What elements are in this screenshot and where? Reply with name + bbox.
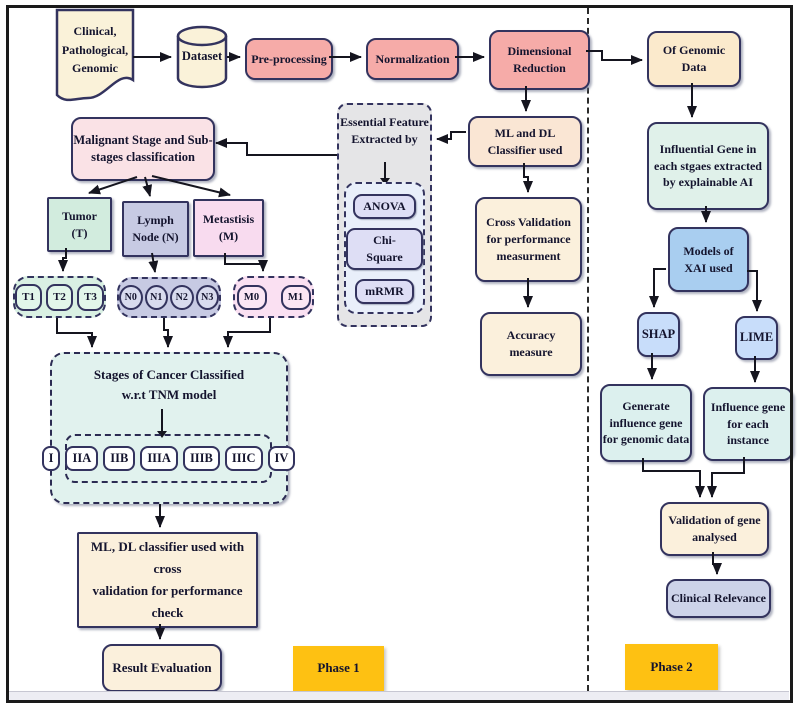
arrow-essential-to-methods <box>380 162 390 185</box>
stages-title: Stages of Cancer Classified w.r.t TNM mo… <box>93 367 245 403</box>
node-models-of-xai: Models of XAI used <box>668 227 749 292</box>
cylinder-body <box>176 36 228 89</box>
bottom-scrollbar-strip <box>9 691 789 700</box>
pill-t1: T1 <box>15 283 42 311</box>
node-lime: LIME <box>735 316 778 360</box>
pill-m1: M1 <box>280 284 311 310</box>
arrow-stages-title-to-pills <box>157 409 167 438</box>
node-accuracy-measure: Accuracy measure <box>480 312 582 376</box>
node-chi-square: Chi- Square <box>346 228 423 270</box>
pill-n3: N3 <box>195 285 219 310</box>
node-tumor-t: Tumor (T) <box>47 197 112 252</box>
group-t-substages: T1 T2 T3 <box>13 276 106 318</box>
pill-stage-iiic: IIIC <box>224 446 263 471</box>
node-validation-of-gene: Validation of gene analysed <box>660 502 769 556</box>
node-dataset-cylinder: Dataset <box>181 49 223 64</box>
node-generate-influence-gene: Generate influence gene for genomic data <box>600 384 692 462</box>
pill-t2: T2 <box>46 283 73 311</box>
group-m-substages: M0 M1 <box>233 276 314 318</box>
node-source-document: Clinical, Pathological, Genomic <box>61 24 129 76</box>
node-ml-dl-cross-validation: ML, DL classifier used with cross valida… <box>77 532 258 628</box>
badge-phase-2: Phase 2 <box>625 644 718 690</box>
pill-stage-iia: IIA <box>65 446 99 471</box>
pill-stage-i: I <box>41 446 61 471</box>
node-ml-dl-classifier: ML and DL Classifier used <box>468 116 582 167</box>
node-normalization: Normalization <box>366 38 459 80</box>
group-n-substages: N0 N1 N2 N3 <box>117 277 221 318</box>
node-mrmr: mRMR <box>355 278 414 304</box>
node-lymph-node-n: Lymph Node (N) <box>122 201 189 257</box>
pill-n2: N2 <box>170 285 194 310</box>
node-preprocessing: Pre-processing <box>245 38 333 80</box>
pill-m0: M0 <box>236 284 267 310</box>
node-influence-gene-each-instance: Influence gene for each instance <box>703 387 793 461</box>
group-stages-of-cancer: Stages of Cancer Classified w.r.t TNM mo… <box>50 352 288 504</box>
node-malignant-stage-classification: Malignant Stage and Sub- stages classifi… <box>71 117 215 181</box>
cylinder-top <box>176 25 228 47</box>
pill-n1: N1 <box>144 285 168 310</box>
badge-phase-1: Phase 1 <box>293 646 384 691</box>
node-result-evaluation: Result Evaluation <box>102 644 222 692</box>
group-feature-methods: ANOVA Chi- Square mRMR <box>344 182 425 314</box>
node-clinical-relevance: Clinical Relevance <box>666 579 771 618</box>
group-stage-pills: I IIA IIB IIIA IIIB IIIC IV <box>41 434 296 483</box>
document-shape <box>55 8 135 102</box>
node-influential-gene: Influential Gene in each stgaes extracte… <box>647 122 769 210</box>
pill-stage-iiib: IIIB <box>182 446 220 471</box>
node-dimensional-reduction: Dimensional Reduction <box>489 30 590 90</box>
pill-stage-iv: IV <box>267 446 296 471</box>
node-metastasis-m: Metastisis (M) <box>193 199 264 257</box>
node-shap: SHAP <box>637 312 680 357</box>
node-cross-validation: Cross Validation for performance measurm… <box>475 197 582 282</box>
pill-stage-iiia: IIIA <box>140 446 178 471</box>
node-anova: ANOVA <box>353 194 416 220</box>
node-of-genomic-data: Of Genomic Data <box>647 31 741 87</box>
pill-t3: T3 <box>77 283 104 311</box>
pill-n0: N0 <box>119 285 143 310</box>
essential-feature-label: Essential Feature Extracted by <box>340 115 429 146</box>
phase-separator-dashed-line <box>587 8 589 691</box>
pill-stage-iib: IIB <box>103 446 136 471</box>
